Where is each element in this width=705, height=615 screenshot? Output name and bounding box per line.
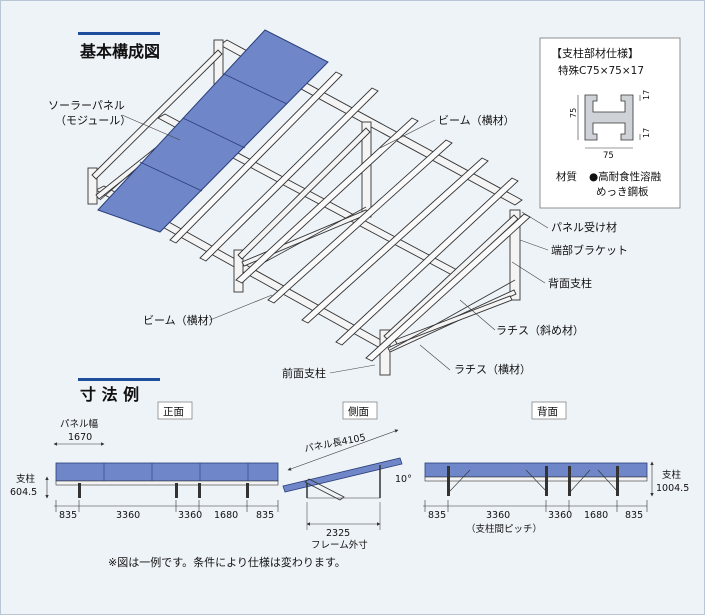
spec-title: 【支柱部材仕様】 — [551, 46, 639, 60]
back-pitch-note: （支柱間ピッチ） — [466, 523, 542, 535]
section-title-basic: 基本構成図 — [79, 42, 160, 61]
label-panel-bracket: パネル受け材 — [551, 220, 617, 234]
view-tag-side: 側面 — [342, 401, 378, 420]
view-tag-front: 正面 — [157, 401, 193, 420]
side-view: パネル長4105 10° 2325 フレーム外寸 — [282, 429, 412, 551]
label-solar-panel-1: ソーラーパネル — [48, 99, 125, 112]
side-angle: 10° — [395, 474, 412, 485]
back-post-label: 支柱 — [662, 469, 682, 481]
back-dim-1: 3360 — [486, 510, 510, 521]
spec-dim-height: 75 — [569, 108, 578, 118]
svg-text:正面: 正面 — [163, 406, 184, 418]
spec-profile: 特殊C75×75×17 — [558, 64, 644, 77]
solar-panel — [97, 29, 329, 233]
spec-dim-lip-top: 17 — [642, 90, 651, 100]
front-panel-width-label: パネル幅 — [60, 418, 99, 430]
back-dim-4: 835 — [625, 510, 643, 521]
label-beam-bottom: ビーム（横材） — [143, 313, 220, 327]
label-end-bracket: 端部ブラケット — [551, 243, 628, 257]
label-front-post: 前面支柱 — [282, 366, 326, 380]
c-channel-profile — [584, 94, 634, 141]
label-solar-panel-2: （モジュール） — [55, 114, 131, 127]
spec-material-value-1: ●高耐食性溶融 — [589, 170, 662, 183]
footnote: ※図は一例です。条件により仕様は変わります。 — [108, 555, 346, 569]
back-dim-0: 835 — [428, 510, 446, 521]
side-panel — [282, 457, 403, 493]
front-panel-width-value: 1670 — [68, 432, 92, 443]
spec-material-value-2: めっき鋼板 — [596, 185, 649, 198]
back-panel-row — [424, 462, 648, 478]
side-frame-value: 2325 — [326, 528, 350, 539]
side-frame-label: フレーム外寸 — [311, 539, 368, 551]
front-dim-1: 3360 — [116, 510, 140, 521]
view-tag-back: 背面 — [531, 401, 567, 420]
side-panel-length: パネル長4105 — [303, 432, 366, 455]
front-view: パネル幅 1670 支柱 604.5 835 3360 3360 1680 — [10, 418, 279, 521]
spec-box: 【支柱部材仕様】 特殊C75×75×17 75 75 17 17 材質 ●高耐食… — [539, 37, 681, 209]
svg-text:側面: 側面 — [348, 405, 369, 418]
back-dim-3: 1680 — [584, 510, 608, 521]
spec-material-label: 材質 — [556, 170, 577, 183]
spec-dim-lip-bottom: 17 — [642, 128, 651, 138]
label-brace-horiz: ラチス（横材） — [454, 362, 531, 376]
front-panel-row — [55, 462, 279, 482]
title-bar-dimensions — [78, 378, 160, 381]
callout-lines — [121, 114, 549, 374]
front-post-value: 604.5 — [10, 487, 37, 498]
front-dim-4: 835 — [256, 510, 274, 521]
label-rear-post: 背面支柱 — [548, 276, 592, 290]
purlins — [169, 71, 531, 362]
front-dim-0: 835 — [59, 510, 77, 521]
label-brace-diag: ラチス（斜め材） — [496, 323, 584, 337]
svg-text:背面: 背面 — [537, 405, 558, 418]
front-post-label: 支柱 — [16, 473, 36, 485]
back-dim-2: 3360 — [548, 510, 572, 521]
frame-right — [379, 209, 521, 376]
front-dim-2: 3360 — [178, 510, 202, 521]
back-view: 支柱 1004.5 835 3360 3360 1680 835 （支柱間ピッチ… — [423, 461, 689, 535]
isometric-structure — [87, 29, 531, 376]
back-post-value: 1004.5 — [656, 483, 689, 494]
section-title-dimensions: 寸 法 例 — [80, 385, 139, 404]
front-dim-3: 1680 — [214, 510, 238, 521]
title-bar-basic — [78, 32, 160, 35]
label-beam-top: ビーム（横材） — [438, 113, 515, 127]
spec-dim-width: 75 — [603, 151, 614, 161]
